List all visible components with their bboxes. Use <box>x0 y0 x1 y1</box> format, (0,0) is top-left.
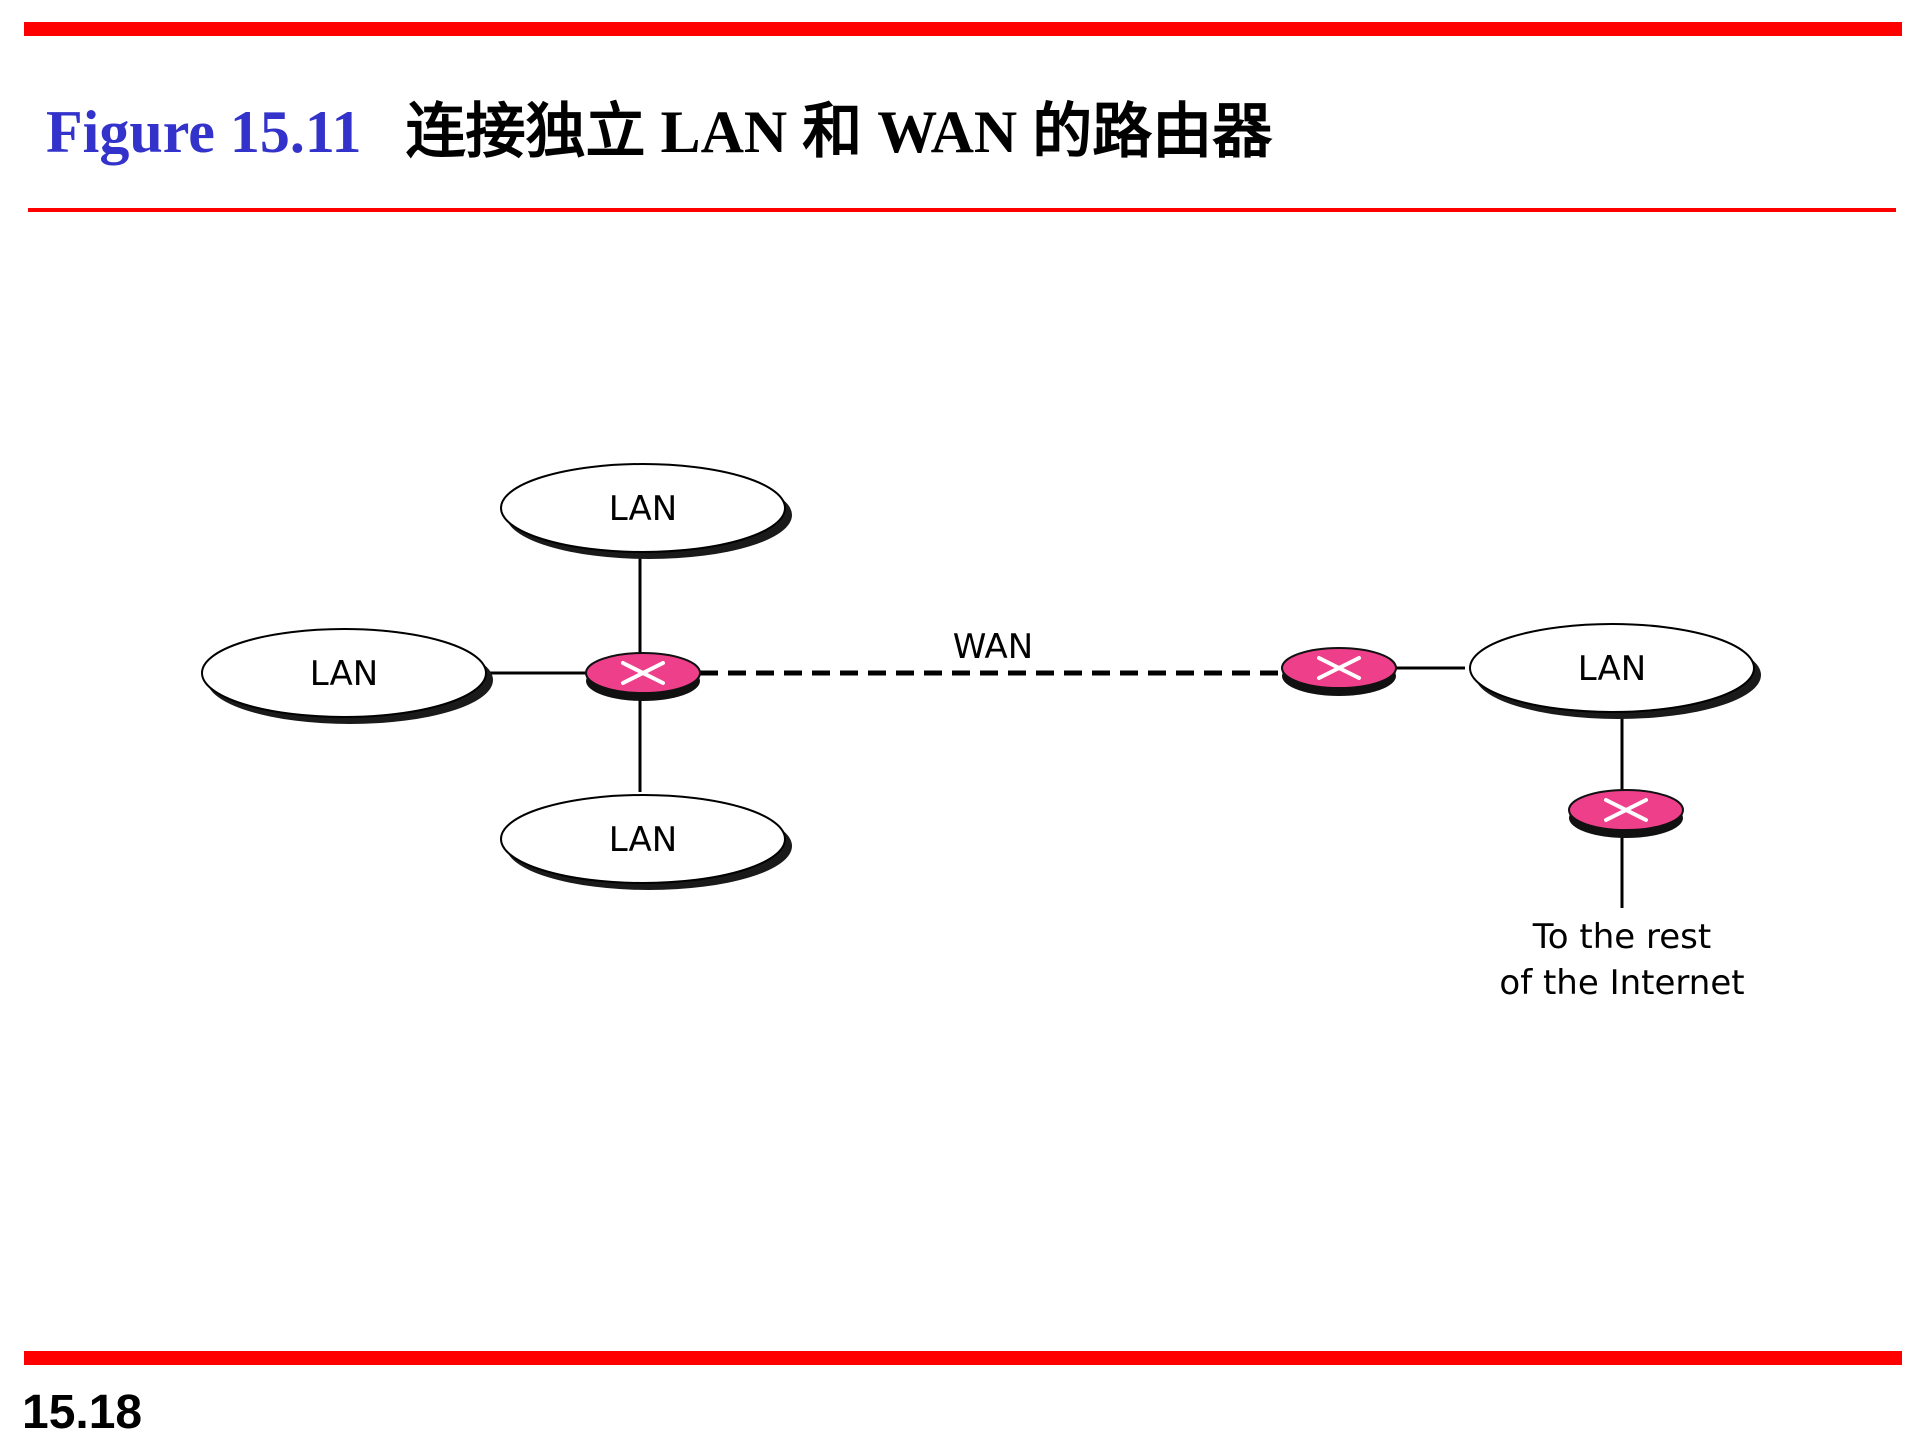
lan-label: LAN <box>609 820 677 860</box>
lan-right: LAN <box>1469 623 1761 719</box>
lan-left: LAN <box>201 628 493 724</box>
lan-label: LAN <box>310 654 378 694</box>
page-number: 15.18 <box>22 1386 143 1439</box>
router-icon <box>584 651 702 703</box>
lan-top: LAN <box>500 463 792 559</box>
figure-caption: 连接独立 LAN 和 WAN 的路由器 <box>405 99 1273 165</box>
top-rule <box>24 22 1902 36</box>
lan-label: LAN <box>609 489 677 529</box>
bottom-rule <box>24 1351 1902 1365</box>
internet-label-line1: To the rest <box>1532 917 1711 957</box>
title-rule <box>28 208 1896 212</box>
router-icon <box>1280 646 1398 698</box>
internet-label-line2: of the Internet <box>1499 963 1744 1003</box>
router-icon <box>1567 788 1685 840</box>
figure-title: Figure 15.11 连接独立 LAN 和 WAN 的路由器 <box>46 92 1272 172</box>
lan-bottom: LAN <box>500 794 792 890</box>
lan-label: LAN <box>1578 649 1646 689</box>
figure-label: Figure 15.11 <box>46 99 362 165</box>
wan-label: WAN <box>953 627 1033 667</box>
